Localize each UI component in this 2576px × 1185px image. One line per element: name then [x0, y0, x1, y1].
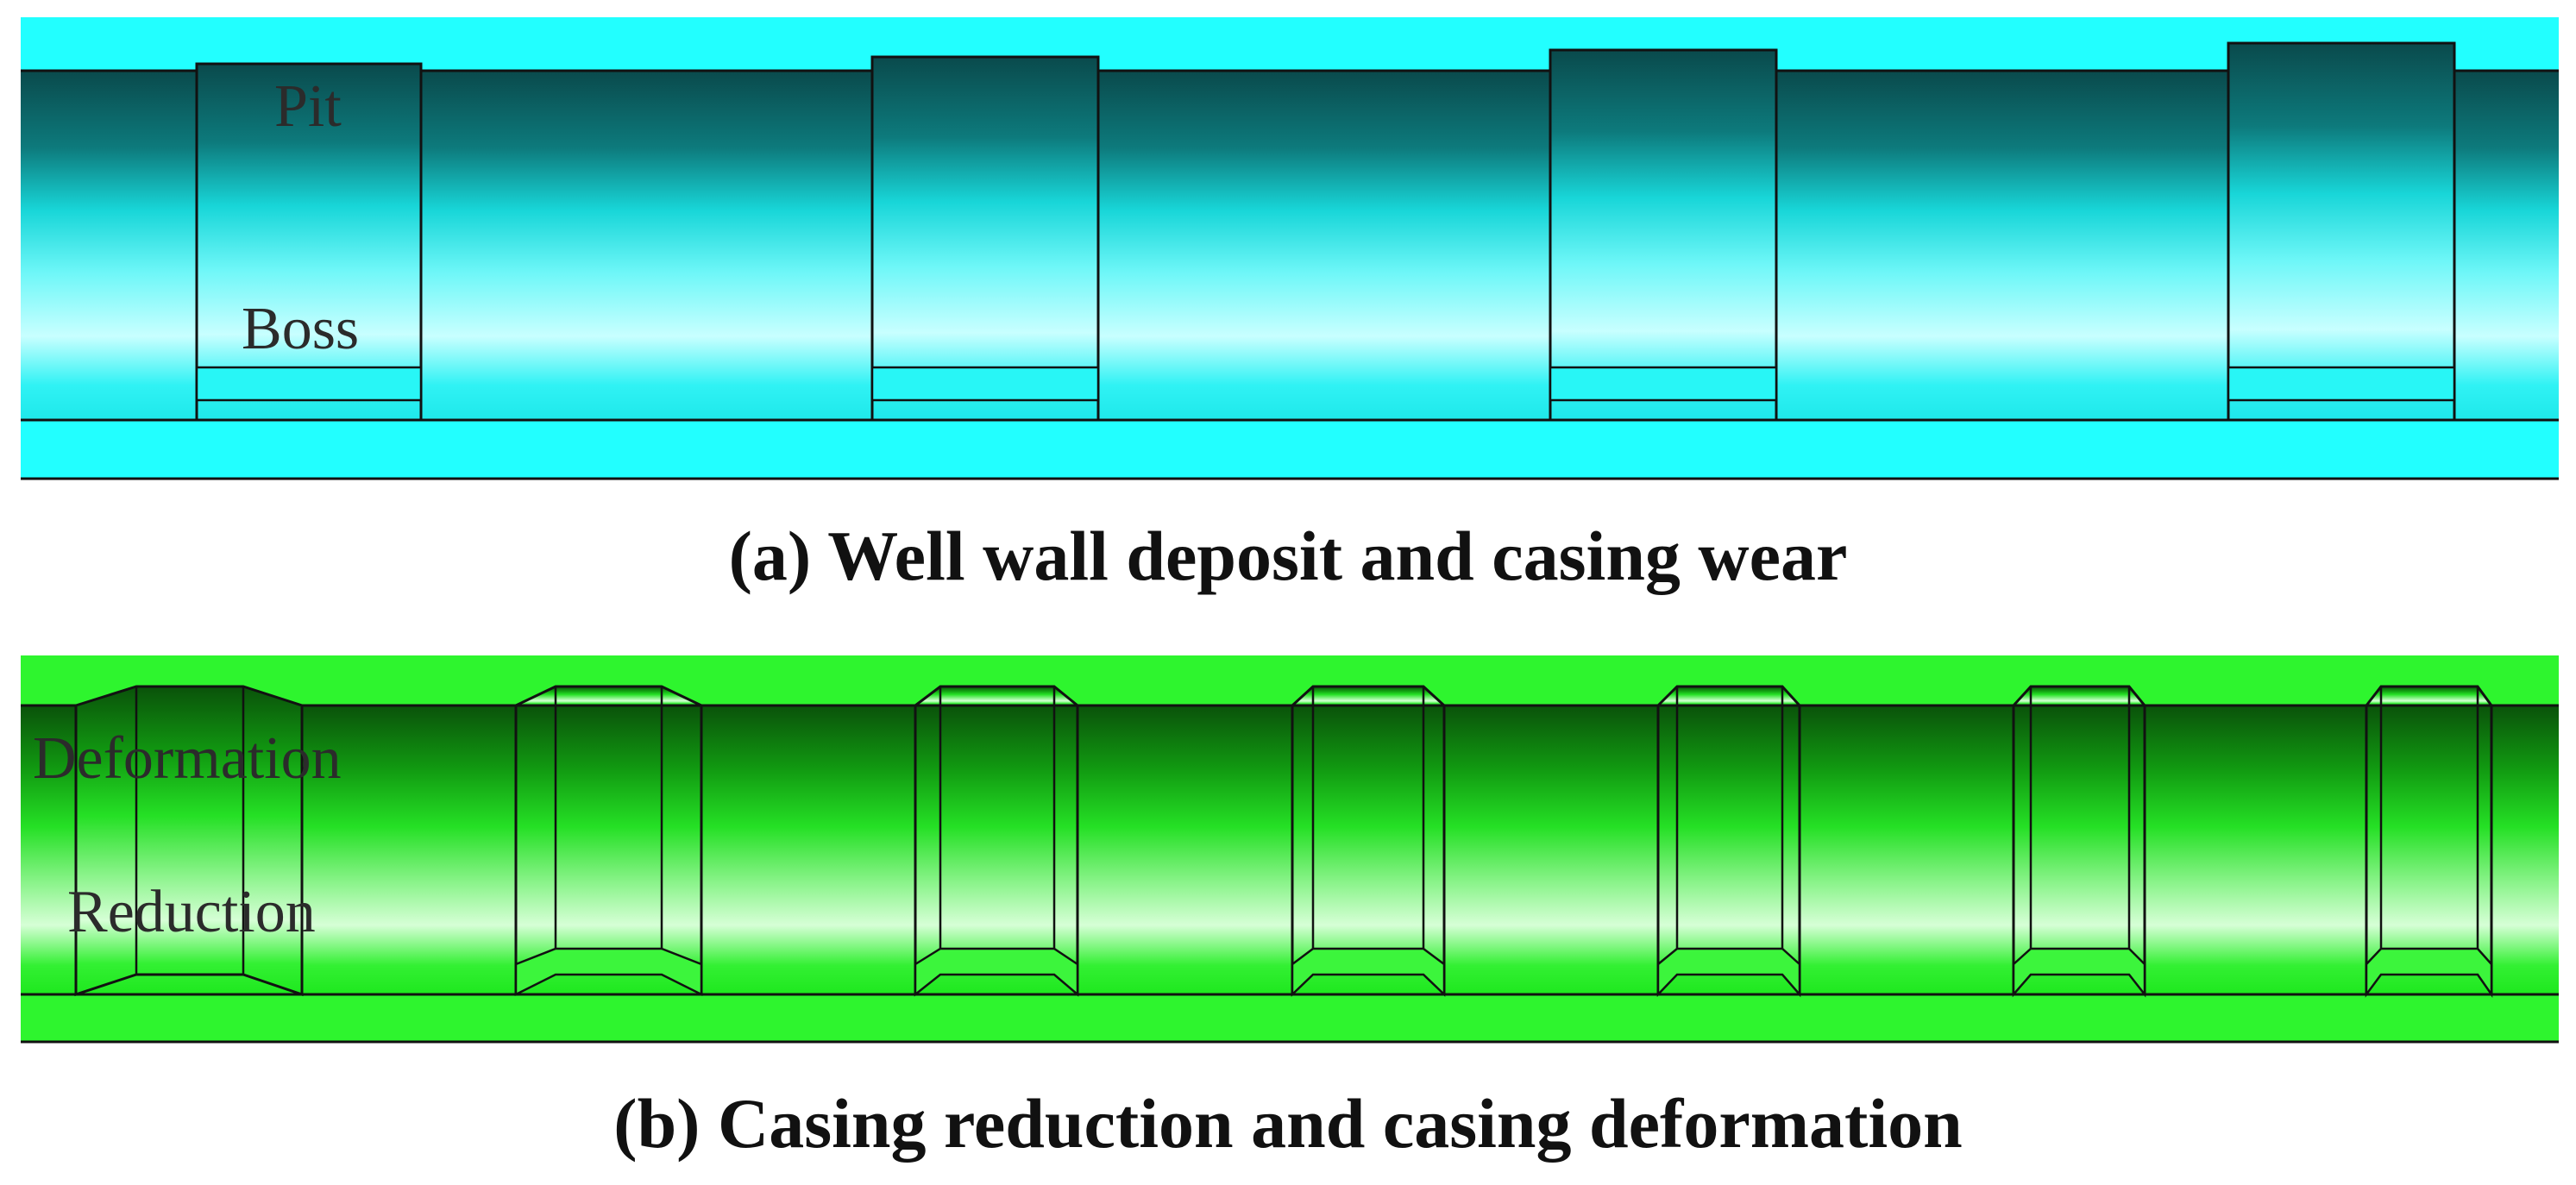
- reduction-segment: [911, 685, 1082, 997]
- reduction-segment: [2363, 685, 2494, 998]
- casing-pipe: [21, 71, 2559, 420]
- reduction-label: Reduction: [67, 879, 316, 945]
- reduction-segment: [2010, 685, 2148, 998]
- reduction-segment: [1655, 685, 1803, 998]
- panel-a: Pit Boss: [21, 17, 2559, 480]
- casing-pipe: [21, 705, 2559, 994]
- pit-segment: [195, 62, 423, 422]
- pit-segment: [2227, 41, 2456, 422]
- caption-a: (a) Well wall deposit and casing wear: [728, 517, 1848, 595]
- boss-label: Boss: [242, 296, 359, 362]
- pit-segment: [870, 55, 1100, 422]
- reduction-segment: [1289, 685, 1448, 997]
- caption-b: (b) Casing reduction and casing deformat…: [613, 1084, 1963, 1163]
- panel-b: Deformation Reduction: [21, 655, 2559, 1044]
- deformation-label: Deformation: [33, 725, 342, 792]
- pit-segment: [1549, 48, 1778, 422]
- pit-label: Pit: [274, 73, 342, 140]
- reduction-segment: [514, 685, 703, 997]
- deformation-segment: [74, 685, 304, 997]
